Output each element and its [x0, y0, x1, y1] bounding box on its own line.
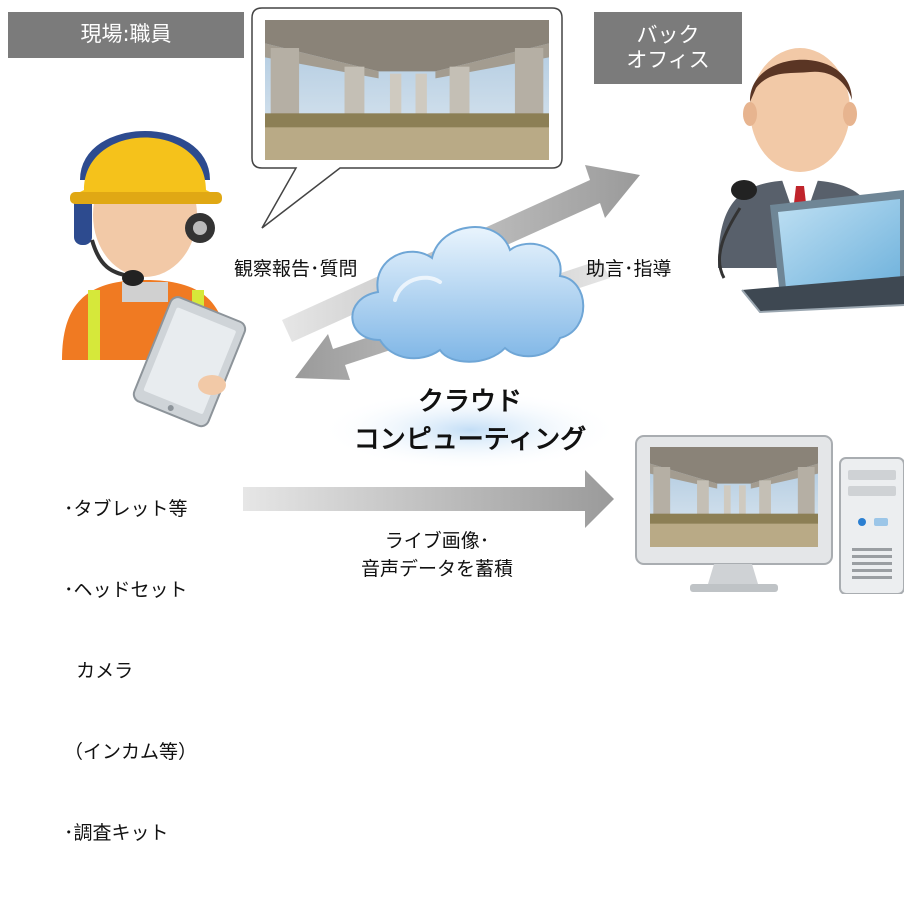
storage-label-line1: ライブ画像･ [384, 530, 490, 552]
equipment-item: ･タブレット等 [64, 497, 188, 520]
equipment-item: （インカム等） [64, 740, 198, 763]
monitor-bridge-photo [650, 447, 818, 547]
cloud-computing-label: クラウド コンピューティング [320, 384, 620, 459]
equipment-item: ･調査キット [64, 821, 169, 844]
desktop-pc-icon [635, 435, 904, 594]
office-operator-icon [718, 48, 904, 314]
cloud-label-line2: コンピューティング [353, 424, 587, 455]
equipment-list: ･タブレット等 ･ヘッドセット カメラ （インカム等） ･調査キット [64, 442, 197, 900]
equipment-item: ･ヘッドセット [64, 578, 188, 601]
back-office-tag: バック オフィス [594, 12, 742, 84]
equipment-item: カメラ [64, 659, 134, 682]
storage-label: ライブ画像･ 音声データを蓄積 [312, 528, 562, 583]
photo-speech-bubble [251, 7, 563, 229]
back-office-label-line2: オフィス [626, 48, 710, 72]
field-staff-label: 現場:職員 [80, 22, 172, 47]
worker-with-helmet-icon [62, 131, 247, 428]
storage-arrow [243, 470, 614, 528]
advice-label: 助言･指導 [586, 258, 672, 280]
bridge-photo [265, 20, 549, 160]
cloud-icon [351, 226, 585, 363]
field-staff-tag: 現場:職員 [8, 12, 244, 58]
storage-label-line2: 音声データを蓄積 [360, 557, 513, 580]
report-label: 観察報告･質問 [234, 258, 358, 280]
cloud-label-line1: クラウド [417, 387, 522, 417]
diagram-canvas: 現場:職員 バック オフィス 観察報告･質問 助言･指導 クラウド コンピューテ… [8, 7, 904, 844]
diagram-graphics [62, 7, 904, 594]
back-office-label-line1: バック [636, 22, 700, 47]
